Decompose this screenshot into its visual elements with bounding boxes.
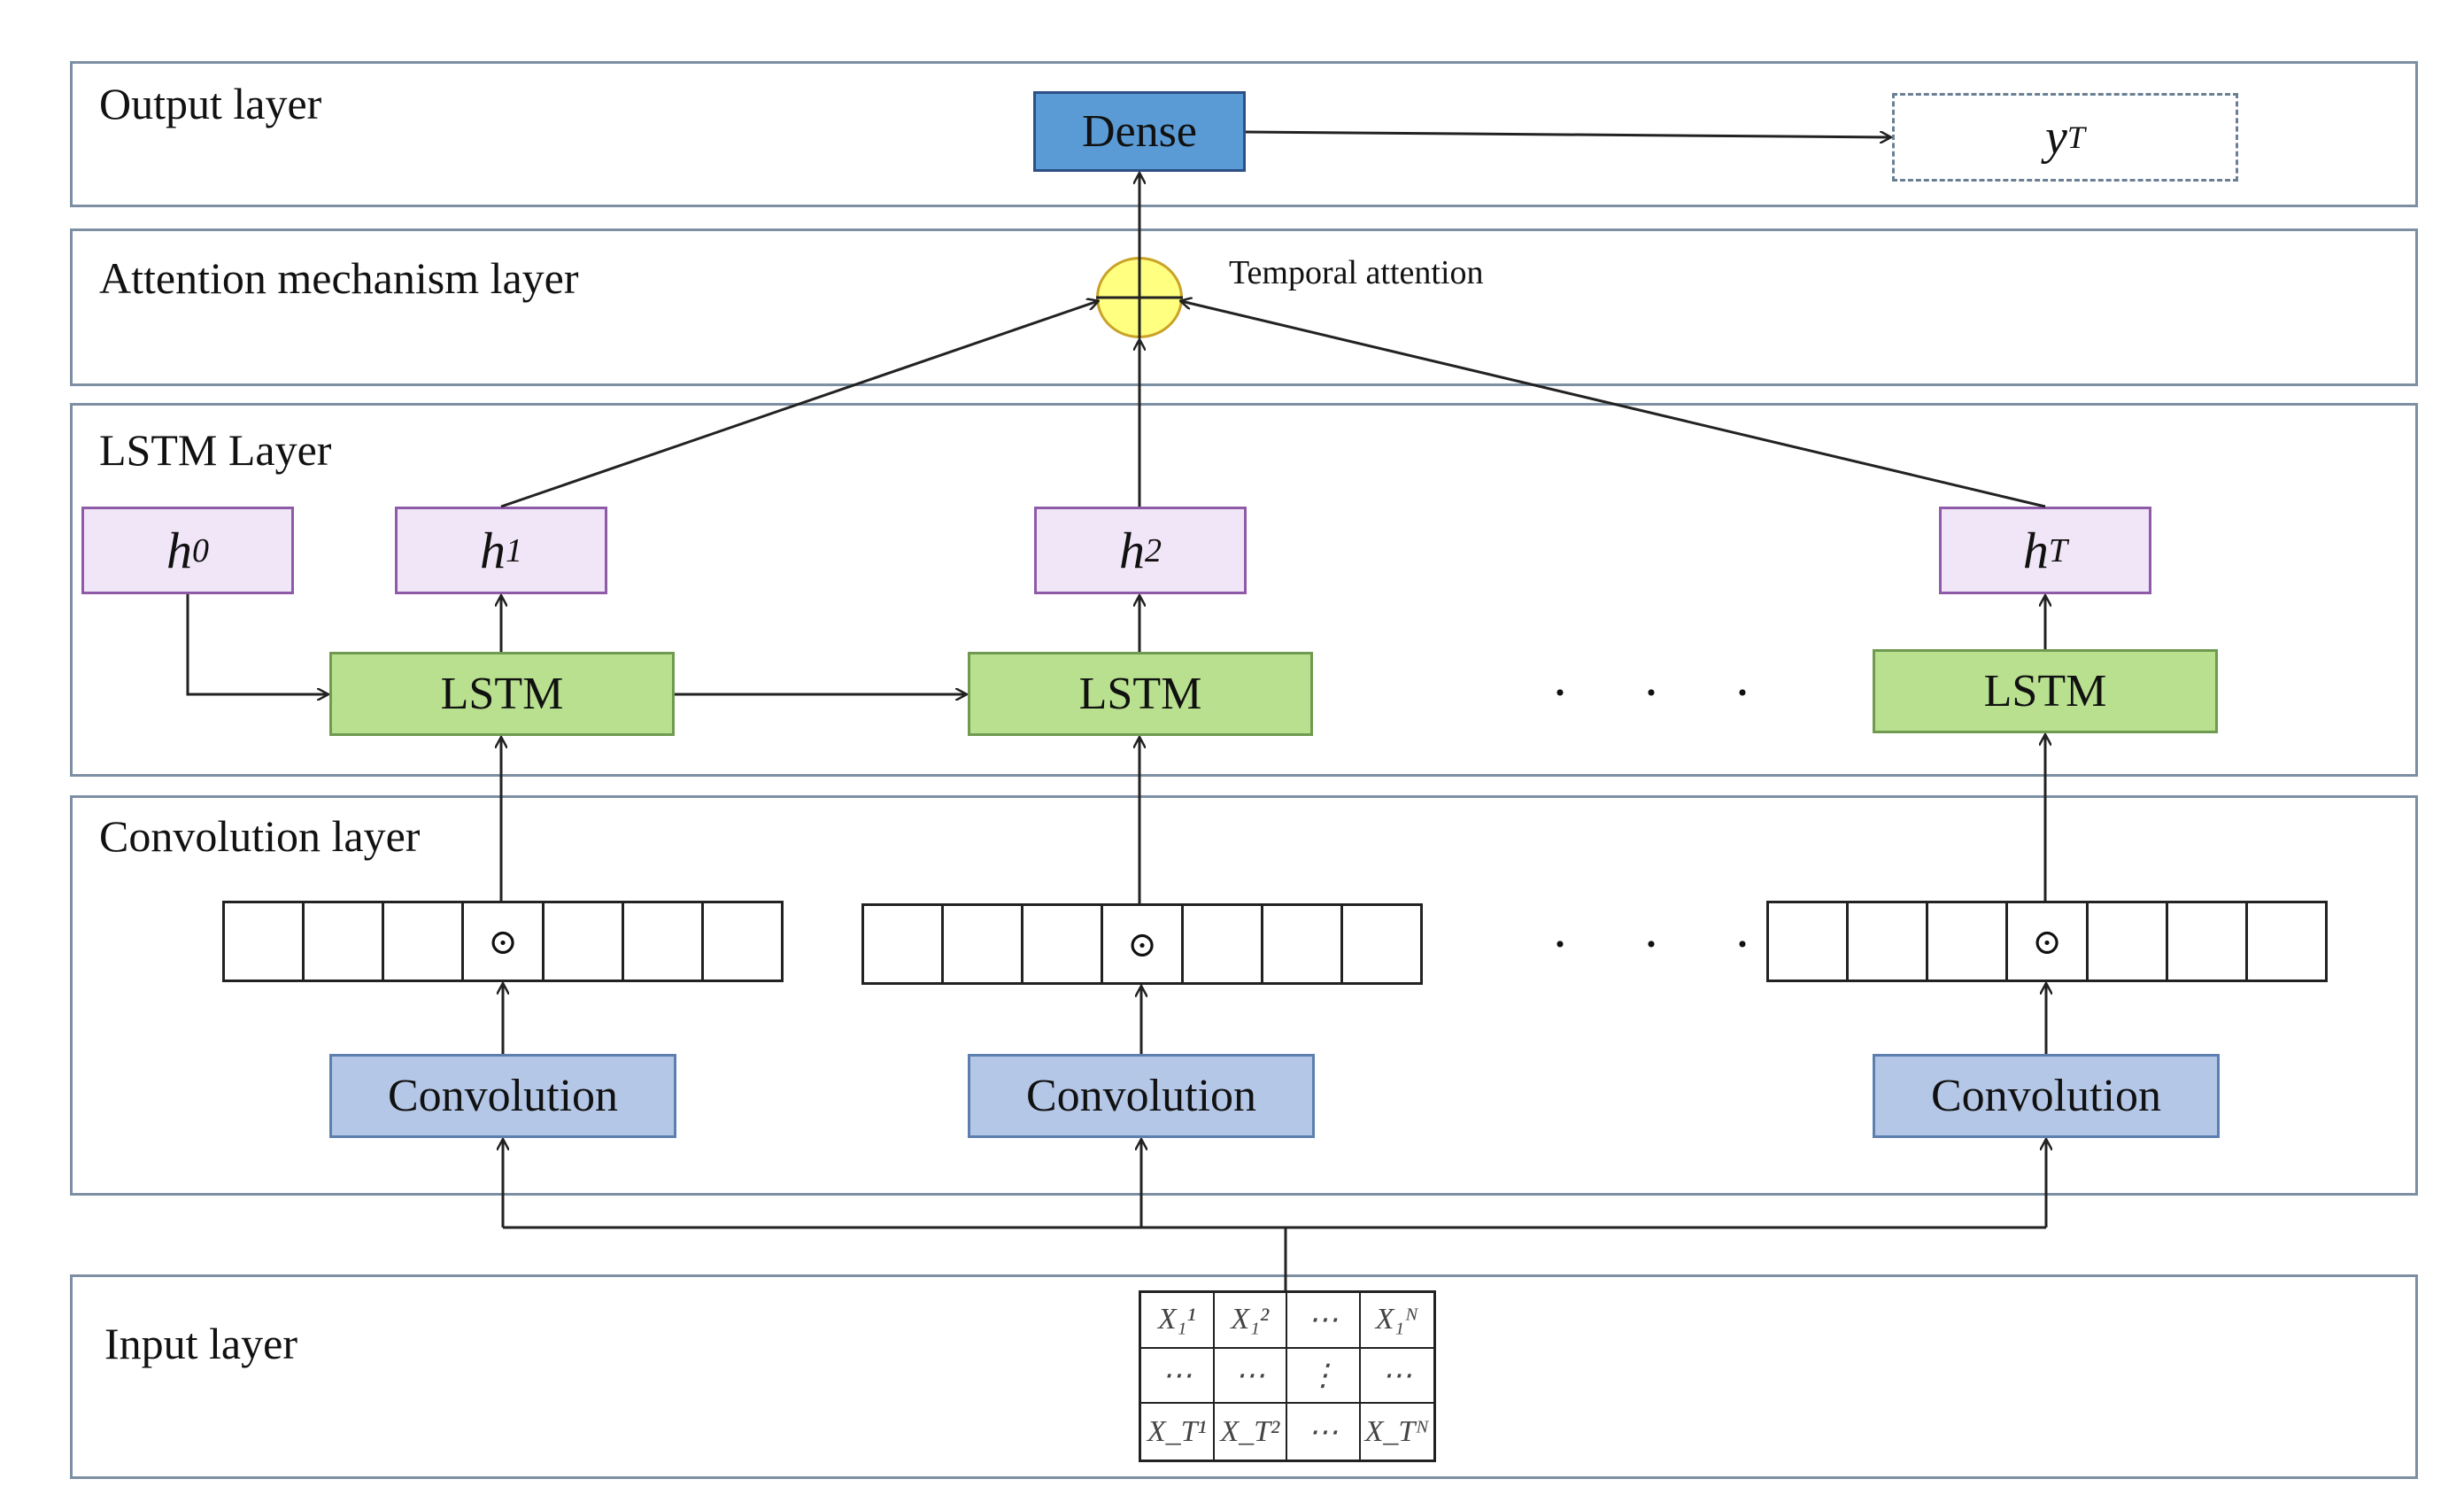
conv-ellipsis: · · · xyxy=(1551,915,1781,973)
output-y-label: y xyxy=(2045,110,2067,165)
convolution-node-1: Convolution xyxy=(329,1054,676,1138)
feature-map-dot-2: ⊙ xyxy=(1103,906,1184,982)
lstm-cell-1: LSTM xyxy=(329,652,675,736)
feature-map-dot-T: ⊙ xyxy=(2008,903,2089,980)
lstm-cell-2: LSTM xyxy=(968,652,1313,736)
feature-map-T: ⊙ xyxy=(1766,901,2328,982)
input-matrix: X₁¹ X₁² ⋯ X₁ᴺ ⋯ ⋯ ⋮ ⋯ X_T¹ X_T² ⋯ X_Tᴺ xyxy=(1139,1290,1436,1462)
convolution-layer-title: Convolution layer xyxy=(99,811,421,861)
attention-sum-node xyxy=(1096,257,1183,338)
convolution-node-2: Convolution xyxy=(968,1054,1315,1138)
output-y-subscript: T xyxy=(2066,120,2085,155)
feature-map-dot-1: ⊙ xyxy=(464,903,545,980)
lstm-ellipsis: · · · xyxy=(1551,663,1781,722)
lstm-layer-title: LSTM Layer xyxy=(99,425,332,475)
input-layer-title: Input layer xyxy=(104,1319,297,1368)
feature-map-1: ⊙ xyxy=(222,901,784,982)
attention-layer-title: Attention mechanism layer xyxy=(99,253,579,303)
attention-layer-band: Attention mechanism layer xyxy=(70,228,2418,386)
temporal-attention-label: Temporal attention xyxy=(1229,254,1484,291)
output-layer-title: Output layer xyxy=(99,79,322,128)
convolution-node-T: Convolution xyxy=(1873,1054,2220,1138)
lstm-cell-T: LSTM xyxy=(1873,649,2218,733)
feature-map-2: ⊙ xyxy=(861,903,1423,985)
dense-node: Dense xyxy=(1033,91,1246,172)
